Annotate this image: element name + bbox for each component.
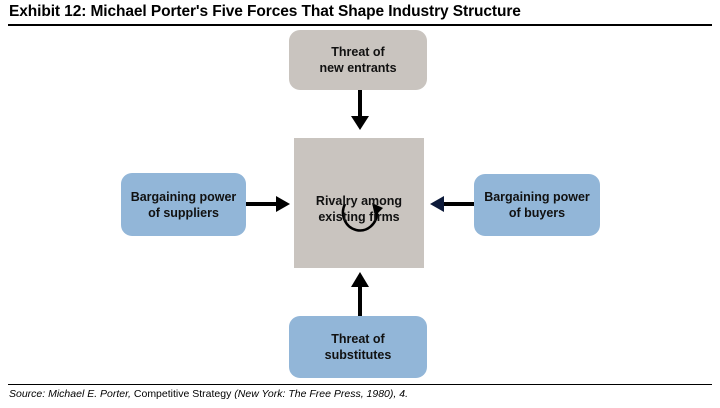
box-label-line2: new entrants <box>319 61 397 75</box>
source-note: Source: Michael E. Porter, Competitive S… <box>9 388 408 400</box>
header-rule <box>8 24 712 26</box>
box-label-line1: Bargaining power <box>130 189 237 204</box>
arrow-left-icon <box>430 196 474 212</box>
box-label-line2: existing firms <box>318 210 400 224</box>
box-bargaining-power-of-buyers: Bargaining power of buyers <box>474 174 600 236</box>
source-suffix: (New York: The Free Press, 1980), 4. <box>231 388 408 400</box>
box-bargaining-power-of-suppliers: Bargaining power of suppliers <box>121 173 246 236</box>
box-threat-of-substitutes: Threat of substitutes <box>289 316 427 378</box>
box-label-line2: of buyers <box>508 206 566 220</box>
arrow-up-icon <box>351 272 369 316</box>
box-label-line2: substitutes <box>324 348 392 362</box>
box-label-line1: Threat of <box>331 45 385 59</box>
box-rivalry-among-existing-firms: Rivalry among existing firms <box>294 138 424 268</box>
box-label-line2: of suppliers <box>148 205 219 220</box>
source-book-title: Competitive Strategy <box>133 388 232 400</box>
footer-rule <box>8 384 712 385</box>
source-prefix: Source: Michael E. Porter, <box>9 388 134 400</box>
box-label-line1: Rivalry among <box>315 194 403 208</box>
exhibit-title: Exhibit 12: Michael Porter's Five Forces… <box>9 3 521 20</box>
box-label-line1: Bargaining power <box>484 190 590 204</box>
box-label-line1: Threat of <box>331 332 385 346</box>
arrow-right-icon <box>246 196 290 212</box>
arrow-down-icon <box>351 90 369 130</box>
box-threat-of-new-entrants: Threat of new entrants <box>289 30 427 90</box>
